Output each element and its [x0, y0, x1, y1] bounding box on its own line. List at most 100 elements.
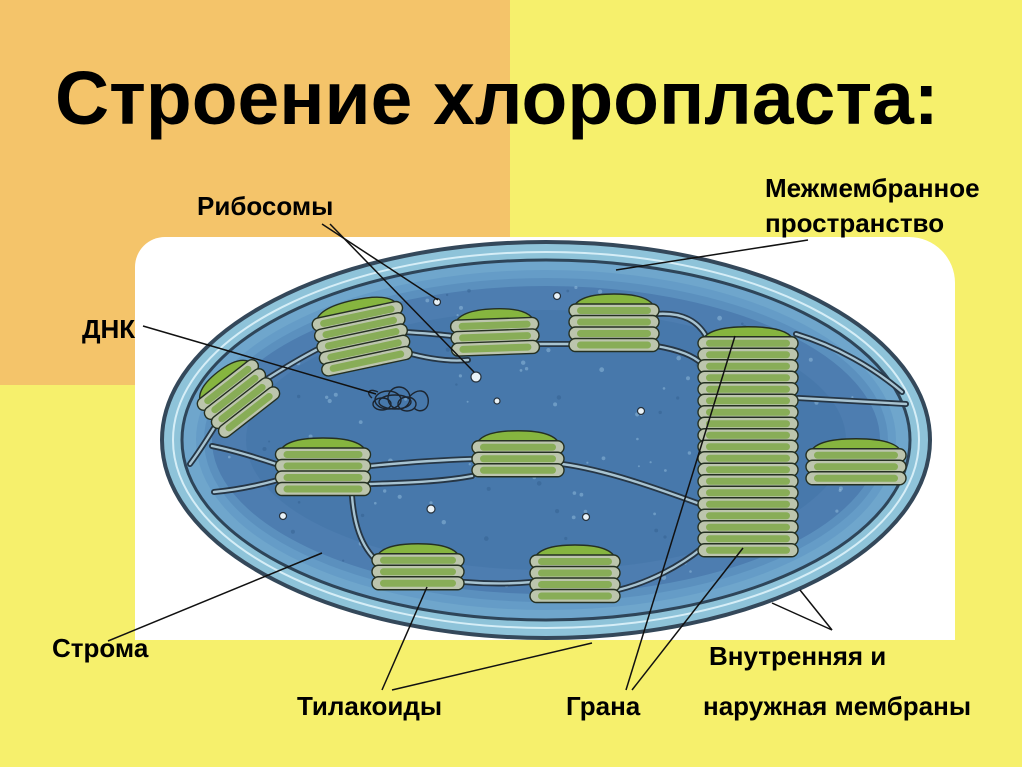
stroma-speckle [429, 501, 433, 505]
stroma-speckle [521, 360, 526, 365]
ribosomes-label: Рибосомы [197, 191, 334, 221]
grana-layer [196, 293, 907, 604]
stroma-speckle [297, 501, 301, 504]
thylakoid-chlorophyll [577, 307, 651, 314]
stroma-speckle [268, 440, 271, 443]
thylakoid-chlorophyll [283, 462, 363, 470]
stroma-speckle [519, 369, 523, 372]
stroma-speckle [466, 400, 469, 403]
thylakoid-chlorophyll [380, 556, 456, 564]
stroma-speckle [599, 367, 605, 373]
stroma-speckle [228, 455, 231, 459]
ribosome [581, 512, 591, 522]
stroma-speckle [404, 397, 408, 401]
stroma-speckle [383, 489, 387, 493]
thylakoid-chlorophyll [706, 512, 790, 520]
thylakoids-label: Тилакоиды [297, 691, 443, 721]
thylakoid-chlorophyll [706, 351, 790, 359]
stroma-speckle [572, 491, 577, 495]
stroma-speckle [649, 461, 652, 464]
lamella-lumen [368, 474, 474, 486]
thylakoid-chlorophyll [706, 374, 790, 382]
grana-label: Грана [566, 691, 641, 721]
ribosome [493, 397, 501, 405]
granum [274, 437, 372, 497]
thylakoid-chlorophyll [283, 474, 363, 481]
lamella-lumen [616, 546, 704, 592]
stroma-speckle [664, 469, 667, 472]
lamella-lumen [462, 580, 534, 585]
stroma-speckle [687, 451, 692, 455]
stroma-speckle [566, 289, 570, 293]
stroma-speckle [536, 481, 542, 486]
stroma-speckle [484, 536, 489, 541]
thylakoid-chlorophyll [706, 489, 790, 497]
intermembrane-space [172, 251, 920, 629]
thylakoid-chlorophyll [225, 392, 273, 432]
stroma-speckle [838, 489, 842, 492]
lamella-lumen [212, 478, 280, 494]
stroma-speckle [637, 465, 640, 468]
ribosomes-leader-line [329, 223, 475, 373]
thylakoid-chlorophyll [706, 362, 790, 370]
stroma-speckle [297, 394, 301, 399]
thylakoid-chlorophyll [814, 463, 898, 471]
stroma-speckle [308, 434, 313, 439]
stroma-speckle [290, 529, 295, 534]
thylakoid-chlorophyll [283, 485, 363, 493]
stroma-speckle [342, 559, 345, 562]
stroma-speckle [574, 285, 578, 290]
thylakoid-chlorophyll [577, 318, 651, 326]
stroma-label: Строма [52, 633, 149, 663]
slide-title: Строение хлоропласта: [55, 56, 939, 140]
stroma-lamella [461, 579, 535, 587]
stroma-speckle [445, 293, 449, 297]
stroma-speckle [851, 396, 854, 399]
stroma-lamella [653, 310, 709, 339]
thylakoid-chlorophyll [538, 569, 612, 577]
ribosome [552, 291, 562, 301]
stroma-speckle [458, 374, 462, 378]
lamella-lumen [654, 312, 708, 338]
leader-lines [107, 223, 833, 691]
stroma-lamella [367, 473, 475, 487]
thylakoid-chlorophyll [480, 443, 556, 451]
stroma-speckle [571, 515, 576, 520]
stroma-speckle [601, 456, 606, 461]
ribosome [426, 504, 436, 514]
granum [449, 308, 541, 357]
stroma-speckle [689, 570, 692, 573]
stroma-speckle [662, 387, 666, 390]
ribosomes [278, 291, 646, 522]
stroma-speckle [546, 348, 551, 353]
stroma-speckle [556, 395, 562, 400]
thylakoid-chlorophyll [706, 339, 790, 347]
thylakoid-chlorophyll [538, 592, 612, 600]
ribosome [278, 511, 288, 521]
intermembrane-space-label-line2: пространство [765, 208, 945, 238]
thylakoid-chlorophyll [380, 579, 456, 587]
thylakoids-leader-line [391, 642, 593, 691]
stroma-speckle [325, 395, 329, 399]
stroma-speckle [658, 410, 662, 415]
stroma-speckle [654, 528, 659, 533]
thylakoid-chlorophyll [204, 365, 252, 405]
stroma-speckle [835, 509, 839, 513]
lamella-lumen [210, 444, 278, 466]
thylakoid-chlorophyll [480, 455, 556, 463]
thylakoid-chlorophyll [459, 332, 532, 342]
stroma-speckle [636, 437, 639, 441]
stroma-lamella [615, 545, 705, 593]
stroma-speckle [653, 512, 656, 516]
stroma-speckle [333, 392, 338, 397]
stroma-lamella [402, 329, 455, 339]
stroma-speckle [455, 383, 458, 386]
thylakoid-chlorophyll [706, 397, 790, 405]
stroma-speckle [524, 367, 529, 371]
granum [471, 430, 565, 478]
stroma-lamella [367, 456, 475, 469]
lamella-lumen [368, 457, 474, 468]
membranes-leader-line [771, 602, 833, 631]
stroma-speckle [598, 289, 603, 294]
